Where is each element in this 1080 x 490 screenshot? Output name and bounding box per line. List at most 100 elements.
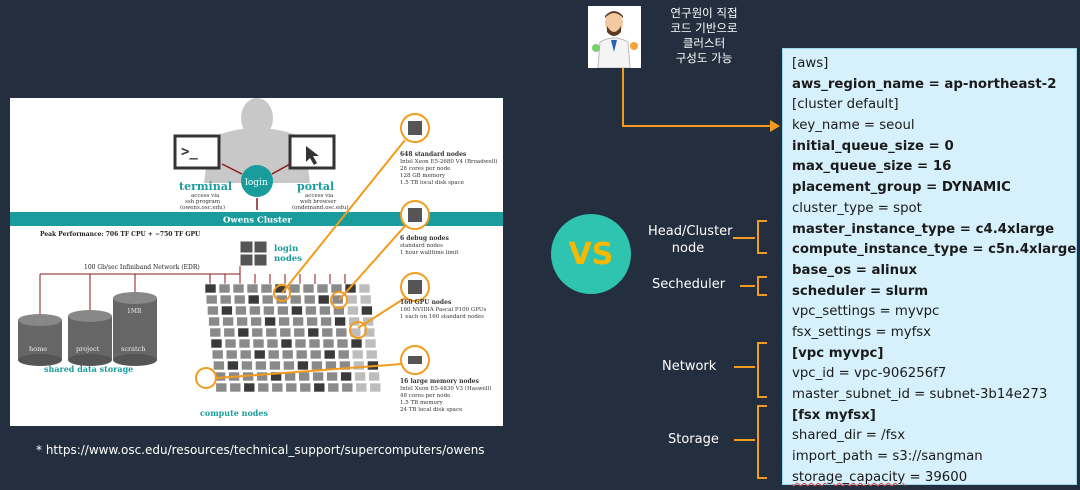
side-label-head-line: Head/Cluster <box>648 224 733 239</box>
portal-sub-0: access via <box>305 193 334 199</box>
compute-node <box>364 338 377 349</box>
config-line: [cluster default] <box>792 97 899 113</box>
compute-node <box>253 349 266 360</box>
compute-node <box>279 327 292 338</box>
compute-node <box>305 305 317 316</box>
compute-node <box>215 382 228 393</box>
compute-node <box>209 327 222 338</box>
node-group-line: 28 cores per node <box>400 166 450 172</box>
compute-node <box>239 349 252 360</box>
config-line: base_os = alinux <box>792 262 918 278</box>
config-line: [vpc myvpc] <box>792 345 884 361</box>
portal-sub-1: web browser <box>300 199 336 205</box>
compute-node <box>267 349 280 360</box>
footnote-source-url: * https://www.osc.edu/resources/technica… <box>36 443 485 457</box>
login-circle <box>241 165 273 197</box>
compute-node <box>222 316 234 327</box>
compute-node <box>255 360 267 371</box>
compute-node <box>291 305 303 316</box>
network-label: 100 Gb/sec Infiniband Network (EDR) <box>84 264 200 271</box>
config-line: cluster_type = spot <box>792 200 922 216</box>
storage-item-1: project <box>76 345 100 353</box>
gpu-node-marker <box>349 321 367 339</box>
config-line: placement_group = DYNAMIC <box>792 180 1011 196</box>
config-line: compute_instance_type = c5n.4xlarge <box>792 242 1077 258</box>
config-line: [aws] <box>792 56 829 71</box>
compute-node <box>312 371 324 382</box>
compute-node <box>293 327 306 338</box>
user-silhouette <box>204 98 310 183</box>
cluster-banner-text: Owens Cluster <box>223 216 292 226</box>
connector-horizontal <box>622 125 772 127</box>
compute-node <box>251 327 264 338</box>
compute-node <box>306 316 318 327</box>
side-label-network: Network <box>662 359 717 374</box>
compute-node <box>337 349 350 360</box>
config-line: aws_region_name = ap-northeast-2 <box>792 76 1057 92</box>
portal-sub-2: (ondemand.osc.edu) <box>292 204 349 211</box>
node-group-title: 6 debug nodes <box>400 235 449 242</box>
home-storage <box>18 314 62 366</box>
compute-node <box>353 360 365 371</box>
compute-node <box>256 371 268 382</box>
compute-node <box>247 294 260 305</box>
side-label-head-line: node <box>671 241 705 256</box>
config-line: fsx_settings = myfsx <box>792 324 932 340</box>
terminal-sub-2: (owens.osc.edu) <box>180 204 225 211</box>
node-group-line: 1.5 TB memory <box>400 400 444 406</box>
compute-node <box>224 338 237 349</box>
compute-node <box>336 338 349 349</box>
compute-node <box>308 338 321 349</box>
compute-node <box>335 327 348 338</box>
compute-node <box>368 371 380 382</box>
compute-node <box>307 327 320 338</box>
compute-node <box>208 316 220 327</box>
compute-node <box>298 371 310 382</box>
compute-node <box>297 360 309 371</box>
compute-node <box>285 382 298 393</box>
compute-node <box>261 294 274 305</box>
compute-node <box>221 305 233 316</box>
compute-node <box>321 327 334 338</box>
compute-node <box>232 283 245 294</box>
portal-label: portal <box>297 180 334 193</box>
head-connector <box>733 237 755 239</box>
compute-node <box>233 294 246 305</box>
compute-node <box>295 349 308 360</box>
login-nodes-label-0: login <box>274 244 298 254</box>
compute-node <box>246 283 259 294</box>
side-label-scheduler: Secheduler <box>652 277 726 292</box>
compute-node <box>211 349 224 360</box>
config-line: master_instance_type = c4.4xlarge <box>792 221 1055 237</box>
terminal-icon: >_ <box>173 134 221 170</box>
node-group-line: 1 each on 160 standard nodes <box>400 314 484 320</box>
compute-node <box>236 316 248 327</box>
compute-node <box>266 338 279 349</box>
compute-node <box>235 305 247 316</box>
node-group-line: 128 GB memory <box>400 173 446 179</box>
storage-item-2: scratch <box>121 345 145 353</box>
node-group-line: Intel Xeon E5-2680 V4 (Broadwell) <box>400 158 497 165</box>
compute-node <box>309 349 322 360</box>
compute-node <box>265 327 278 338</box>
head-bracket <box>757 220 767 254</box>
scratch-tag: 1MR <box>127 308 142 315</box>
compute-node <box>278 316 290 327</box>
compute-node <box>339 360 351 371</box>
compute-node <box>271 382 284 393</box>
compute-node <box>204 283 217 294</box>
scheduler-connector <box>740 285 755 287</box>
node-group-title: 160 GPU nodes <box>400 299 452 306</box>
compute-node <box>327 382 340 393</box>
compute-node <box>250 316 262 327</box>
avatar-caption-line: 연구원이 직접 <box>670 6 738 20</box>
vs-circle: VS <box>551 214 631 294</box>
compute-node <box>363 327 376 338</box>
project-storage <box>68 310 112 366</box>
config-line: vpc_id = vpc-906256f7 <box>792 366 947 382</box>
config-line: [fsx myfsx] <box>792 407 876 423</box>
pcluster-config-panel: [aws] aws_region_name = ap-northeast-2 [cl… <box>782 48 1077 485</box>
compute-node <box>229 382 242 393</box>
peak-performance: Peak Performance: 706 TF CPU + ~750 TF G… <box>40 231 201 238</box>
compute-node <box>347 305 359 316</box>
